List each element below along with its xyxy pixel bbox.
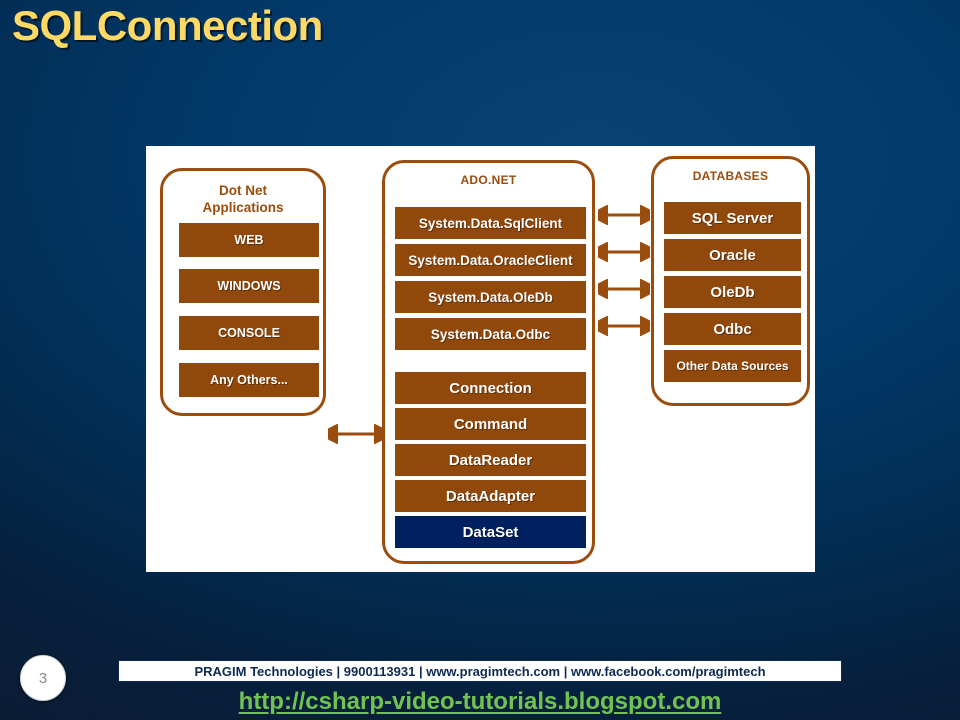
panel-databases: DATABASES SQL Server Oracle OleDb Odbc O… [651,156,810,406]
chip-connection[interactable]: Connection [395,372,586,404]
chip-oledb[interactable]: OleDb [664,276,801,308]
diagram-white-canvas: Dot Net Applications WEB WINDOWS CONSOLE… [146,146,815,572]
panel-dotnet-applications: Dot Net Applications WEB WINDOWS CONSOLE… [160,168,326,416]
chip-windows[interactable]: WINDOWS [179,269,319,303]
footer-blog-url[interactable]: http://csharp-video-tutorials.blogspot.c… [238,688,722,715]
arrow-apps-to-adonet [328,424,384,444]
chip-datareader[interactable]: DataReader [395,444,586,476]
panel-dotnet-title-line1: Dot Net [219,183,267,198]
panel-adonet: ADO.NET System.Data.SqlClient System.Dat… [382,160,595,564]
chip-odbc[interactable]: Odbc [664,313,801,345]
chip-sql-server[interactable]: SQL Server [664,202,801,234]
arrow-odbc-to-odbc [598,316,650,336]
chip-oracle[interactable]: Oracle [664,239,801,271]
panel-dotnet-title: Dot Net Applications [163,183,323,217]
arrow-sqlclient-to-sqlserver [598,205,650,225]
arrow-oracleclient-to-oracle [598,242,650,262]
chip-command[interactable]: Command [395,408,586,440]
chip-console[interactable]: CONSOLE [179,316,319,350]
page-title: SQLConnection [12,2,323,49]
chip-dataadapter[interactable]: DataAdapter [395,480,586,512]
panel-adonet-title: ADO.NET [460,173,517,187]
footer-credit-bar: PRAGIM Technologies | 9900113931 | www.p… [118,660,842,682]
chip-system-data-odbc[interactable]: System.Data.Odbc [395,318,586,350]
slide-number-badge: 3 [20,655,66,701]
chip-system-data-oracleclient[interactable]: System.Data.OracleClient [395,244,586,276]
panel-databases-title: DATABASES [692,169,769,183]
chip-system-data-oledb[interactable]: System.Data.OleDb [395,281,586,313]
chip-dataset[interactable]: DataSet [395,516,586,548]
chip-web[interactable]: WEB [179,223,319,257]
chip-any-others[interactable]: Any Others... [179,363,319,397]
arrow-oledb-to-oledb [598,279,650,299]
panel-dotnet-title-line2: Applications [202,199,284,215]
chip-other-data-sources[interactable]: Other Data Sources [664,350,801,382]
chip-system-data-sqlclient[interactable]: System.Data.SqlClient [395,207,586,239]
